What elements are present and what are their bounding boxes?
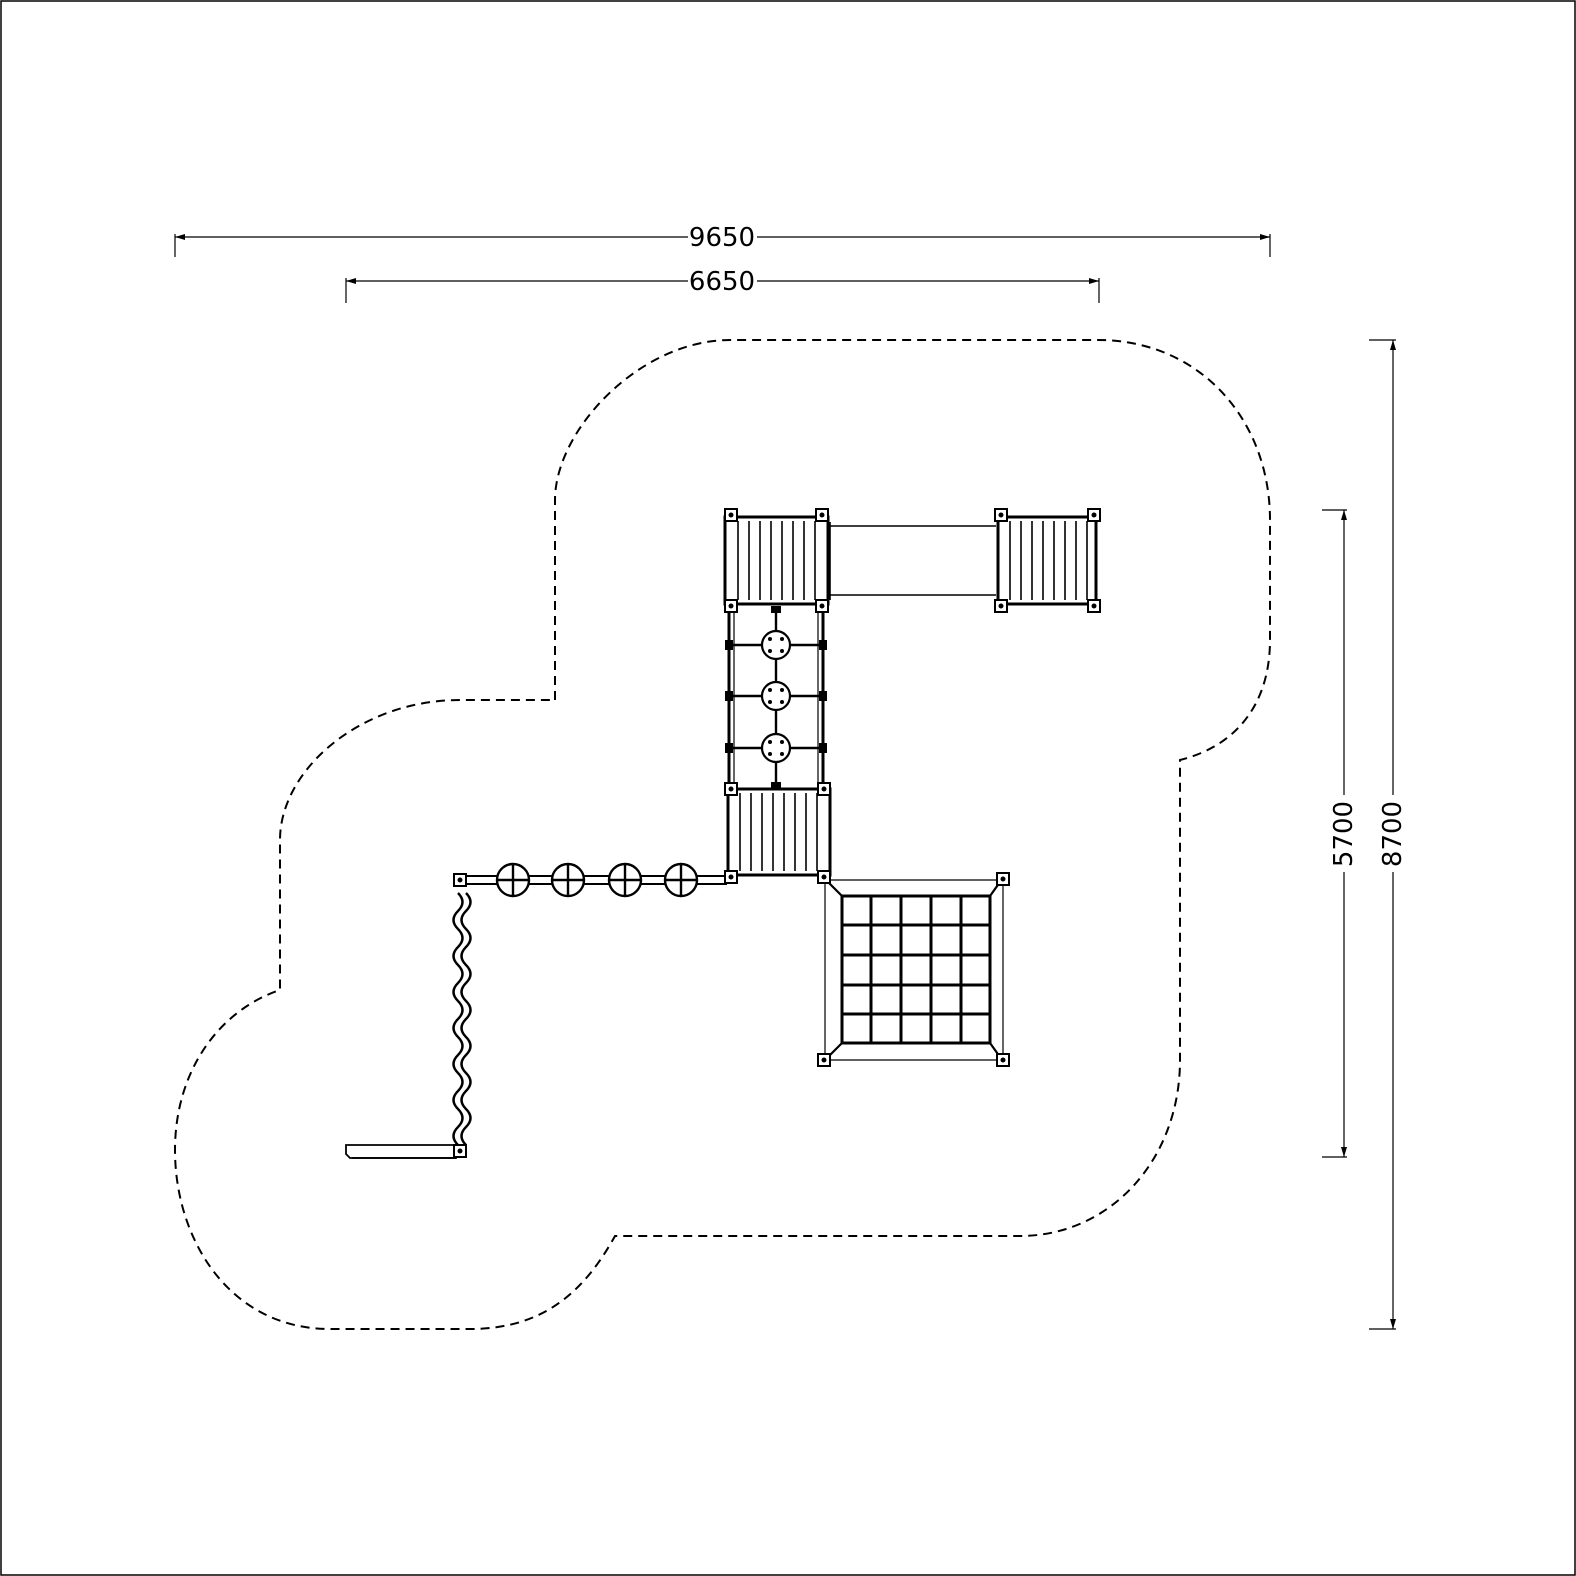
post: [453, 873, 467, 887]
traverse-wheel: [663, 862, 699, 898]
step-disc: [760, 629, 792, 661]
step-disc: [760, 732, 792, 764]
post: [994, 508, 1008, 522]
traverse-wheel: [607, 862, 643, 898]
posts: [453, 508, 1101, 1158]
dimension-inner-width: [345, 278, 1100, 303]
step-disc: [760, 680, 792, 712]
end-board: [345, 1144, 457, 1159]
post: [994, 599, 1008, 613]
dimension-inner-height: [1322, 509, 1347, 1158]
post: [817, 782, 831, 796]
post: [453, 1144, 467, 1158]
climbing-net: [824, 879, 1004, 1061]
post: [1087, 508, 1101, 522]
upper-left-platform: [723, 515, 830, 606]
post: [815, 599, 829, 613]
dimension-label-inner-height: 5700: [1329, 801, 1359, 867]
post: [724, 870, 738, 884]
dimension-label-overall-height: 8700: [1378, 801, 1408, 867]
post: [996, 1053, 1010, 1067]
traverse-wheel: [550, 862, 586, 898]
wavy-climber: [452, 892, 472, 1146]
lower-platform: [726, 787, 832, 877]
safety-zone-outline: [173, 339, 1271, 1330]
post: [724, 508, 738, 522]
post: [996, 872, 1010, 886]
dimension-overall-height: [1369, 339, 1396, 1330]
post: [1087, 599, 1101, 613]
post: [817, 870, 831, 884]
post: [724, 599, 738, 613]
post: [817, 1053, 831, 1067]
post: [815, 508, 829, 522]
post: [724, 782, 738, 796]
traverse-wheel: [495, 862, 531, 898]
upper-right-platform: [996, 515, 1098, 606]
upper-bridge: [829, 522, 996, 600]
dimension-overall-width: [174, 234, 1271, 257]
dimension-label-inner-width: 6650: [689, 267, 755, 297]
dimension-label-overall-width: 9650: [689, 223, 755, 253]
